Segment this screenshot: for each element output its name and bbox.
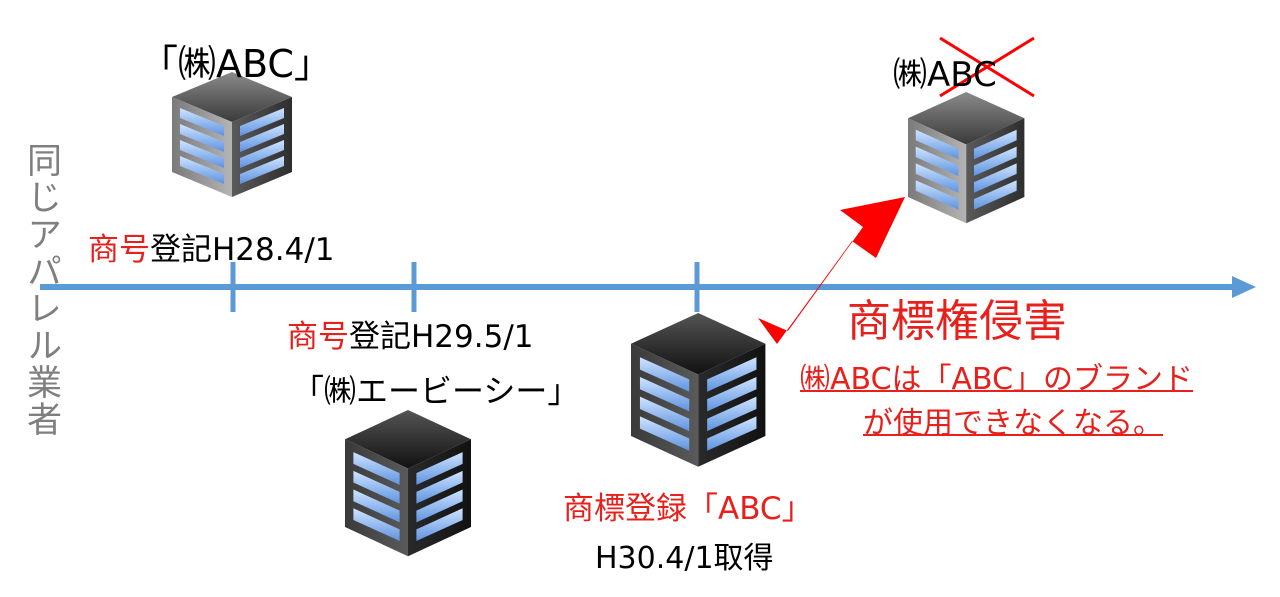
- building-icon-company1: [172, 72, 292, 197]
- company3-crossed-name: ABC: [927, 55, 997, 95]
- timeline-arrowhead: [1232, 276, 1256, 298]
- trademark-date: H30.4/1取得: [595, 541, 774, 576]
- company1-registration: 商号登記H28.4/1: [88, 224, 335, 269]
- building-icon-trademark: [631, 313, 766, 467]
- cross-out-mark: [939, 36, 1035, 98]
- infringement-arrow: [758, 197, 905, 344]
- registration-date: 登記H28.4/1: [150, 232, 335, 268]
- building-icon-company3: [908, 92, 1025, 224]
- timeline: [40, 276, 1256, 298]
- vertical-label: 同じアパレル業者: [21, 142, 61, 438]
- infringement-note-line2: が使用できなくなる。: [863, 406, 1163, 441]
- infringement-title: 商標権侵害: [847, 296, 1067, 347]
- trademark-label: 商標登録「ABC」: [563, 491, 813, 527]
- company2-registration: 商号登記H29.5/1: [287, 311, 534, 356]
- building-icon-company2: [345, 410, 471, 557]
- registration-keyword: 商号: [287, 319, 349, 355]
- infringement-note-line1: ㈱ABCは「ABC」のブランド: [800, 362, 1194, 397]
- company1-name: 「㈱ABC」: [140, 42, 332, 86]
- registration-keyword: 商号: [88, 232, 150, 268]
- company2-name: 「㈱エービーシー」: [292, 372, 580, 410]
- company3-name: ㈱ABC: [893, 47, 997, 96]
- registration-date: 登記H29.5/1: [349, 319, 534, 355]
- company3-prefix: ㈱: [893, 55, 927, 95]
